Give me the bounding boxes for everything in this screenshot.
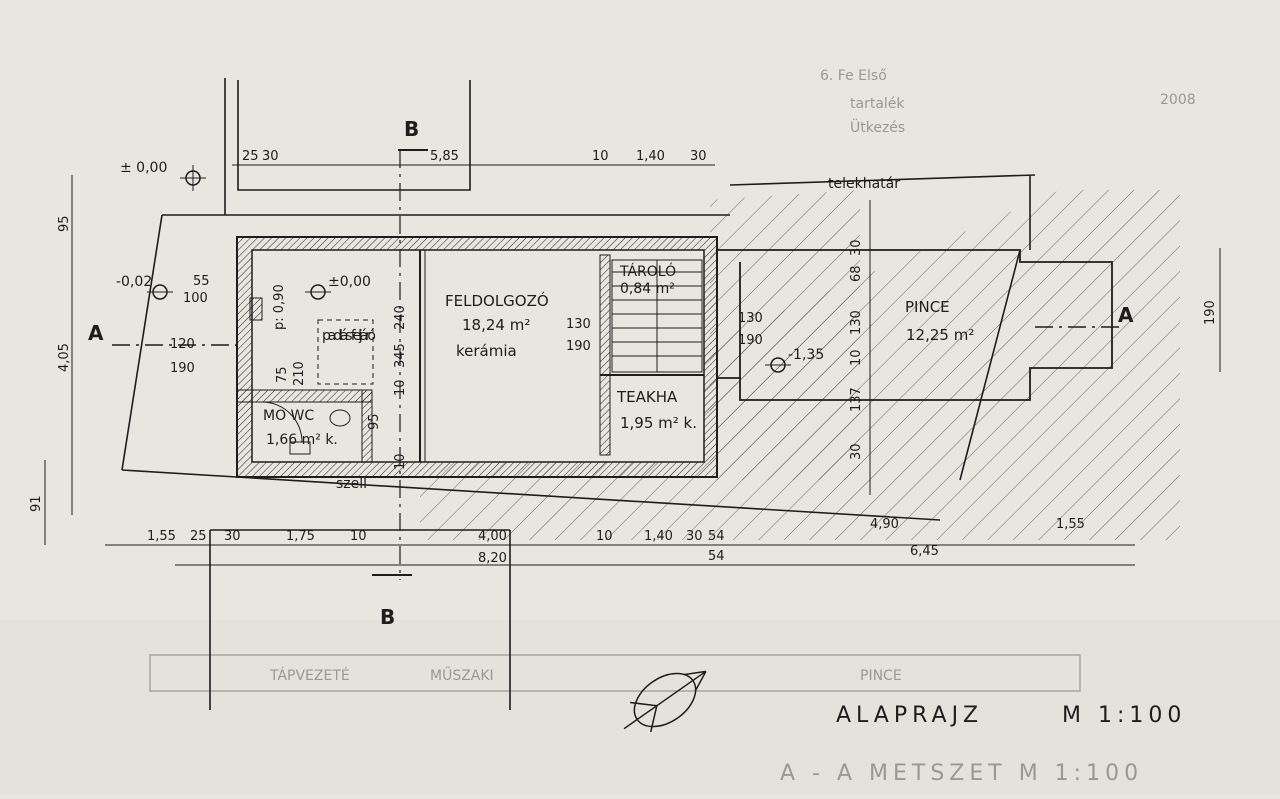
- faint-text: MŰSZAKI: [430, 666, 494, 684]
- dim-interior: 75: [275, 366, 290, 383]
- room-padlas: padlás feljáró: [322, 328, 376, 344]
- drawing-scale: M 1:100: [1062, 703, 1186, 728]
- dim-top: 10: [592, 149, 609, 164]
- dim-top: 25: [242, 149, 259, 164]
- left-dimensions: 95 4,05 91: [29, 175, 73, 545]
- dim-interior: 10: [393, 453, 408, 470]
- dim-left: 95: [57, 215, 72, 232]
- dim-interior: 10: [849, 349, 864, 366]
- faint-text: PINCE: [860, 668, 902, 684]
- drawing-title: ALAPRAJZ: [836, 703, 983, 728]
- dim-interior: 130: [849, 310, 864, 335]
- room-pince-name: PINCE: [905, 298, 950, 316]
- dim-interior: 345: [393, 343, 408, 368]
- dim-interior: 95: [367, 413, 382, 430]
- room-labels: FELDOLGOZÓ 18,24 m² kerámia TÁROLÓ 0,84 …: [263, 176, 974, 492]
- dim-bottom: 1,55: [1056, 517, 1085, 532]
- plot-outline: [121, 78, 1036, 710]
- faint-section-title: A - A METSZET M 1:100: [780, 761, 1143, 786]
- room-feldolgozo-name: FELDOLGOZÓ: [445, 291, 549, 310]
- label-p: p: 0,90: [272, 284, 287, 330]
- level-entrance: -0,02: [116, 274, 152, 290]
- faint-text: Ütkezés: [850, 118, 905, 136]
- dim-interior: 210: [292, 361, 307, 386]
- dim-bottom: 10: [596, 529, 613, 544]
- section-marker-a-right: A: [1118, 303, 1134, 327]
- right-dimension: 190: [1203, 248, 1221, 372]
- dim-bottom: 4,00: [478, 529, 507, 544]
- dim-bottom: 1,75: [286, 529, 315, 544]
- level-markers: ± 0,00 -0,02 ±0,00 -1,35: [116, 160, 824, 373]
- dim-interior: 120: [170, 337, 195, 352]
- dim-bottom: 1,55: [147, 529, 176, 544]
- dim-top: 30: [262, 149, 279, 164]
- dim-bottom: 10: [350, 529, 367, 544]
- room-feldolgozo-floor: kerámia: [456, 342, 517, 360]
- dim-bottom: 4,90: [870, 517, 899, 532]
- faint-print: 6. Fe Első tartalék Ütkezés 2008 TÁPVEZE…: [149, 68, 1196, 786]
- dim-interior: 190: [170, 361, 195, 376]
- room-pince-area: 12,25 m²: [906, 326, 974, 344]
- label-szell: szell: [336, 476, 367, 492]
- faint-text: 6. Fe Első: [820, 68, 887, 84]
- section-line-b: B B: [372, 117, 428, 629]
- faint-text: TÁPVEZETÉ: [269, 667, 350, 684]
- bottom-dimensions: 1,55 25 30 1,75 10 4,00 10 1,40 30 54 4,…: [105, 517, 1135, 566]
- faint-text: 2008: [1160, 92, 1196, 108]
- dim-bottom: 30: [686, 529, 703, 544]
- faint-text: tartalék: [850, 96, 905, 112]
- plot-boundary-label: telekhatár: [828, 176, 900, 192]
- dim-right: 190: [1203, 300, 1218, 325]
- dim-top: 1,40: [636, 149, 665, 164]
- dim-interior: 137: [849, 387, 864, 412]
- room-teakha-area: 1,95 m² k.: [620, 414, 697, 432]
- dim-left: 4,05: [57, 343, 72, 372]
- dim-top: 5,85: [430, 149, 459, 164]
- dim-interior: 100: [183, 291, 208, 306]
- padlas-box: [317, 319, 374, 385]
- dim-interior: 10: [393, 379, 408, 396]
- dim-interior: 30: [849, 443, 864, 460]
- dim-bottom: 6,45: [910, 544, 939, 559]
- pince-outline: [717, 249, 1113, 401]
- room-feldolgozo-area: 18,24 m²: [462, 316, 530, 334]
- dim-top: 30: [690, 149, 707, 164]
- dim-bottom: 8,20: [478, 551, 507, 566]
- dim-interior: 130: [738, 311, 763, 326]
- level-pince: -1,35: [788, 347, 824, 363]
- room-tarolo-area: 0,84 m²: [620, 281, 675, 297]
- dim-interior: 30: [849, 239, 864, 256]
- dim-bottom: 1,40: [644, 529, 673, 544]
- section-line-a: A A: [88, 303, 1134, 346]
- section-marker-b-top: B: [404, 117, 419, 141]
- room-tarolo-name: TÁROLÓ: [619, 262, 676, 280]
- dim-interior: 130: [566, 317, 591, 332]
- dim-bottom: 54: [708, 529, 725, 544]
- section-marker-b-bottom: B: [380, 605, 395, 629]
- top-dimensions: 25 30 5,85 10 1,40 30: [232, 149, 715, 166]
- dim-bottom: 30: [224, 529, 241, 544]
- dim-left: 91: [29, 495, 44, 512]
- dim-interior: 55: [193, 274, 210, 289]
- section-marker-a-left: A: [88, 321, 104, 345]
- room-wc-name: MO WC: [263, 408, 314, 424]
- level-top-left: ± 0,00: [120, 160, 167, 176]
- dim-interior: 190: [566, 339, 591, 354]
- dim-interior: 68: [849, 265, 864, 282]
- dim-interior: 190: [738, 333, 763, 348]
- room-teakha-name: TEAKHA: [616, 388, 678, 406]
- north-arrow-icon: [623, 670, 707, 733]
- dim-bottom: 54: [708, 549, 725, 564]
- stairs: [611, 259, 703, 373]
- room-wc-area: 1,66 m² k.: [266, 432, 338, 448]
- interior-dimensions: 55 100 120 190 240 345 10 95 10 75 210 1…: [170, 200, 871, 495]
- dim-interior: 240: [393, 305, 408, 330]
- dim-bottom: 25: [190, 529, 207, 544]
- level-stair: ±0,00: [328, 274, 371, 290]
